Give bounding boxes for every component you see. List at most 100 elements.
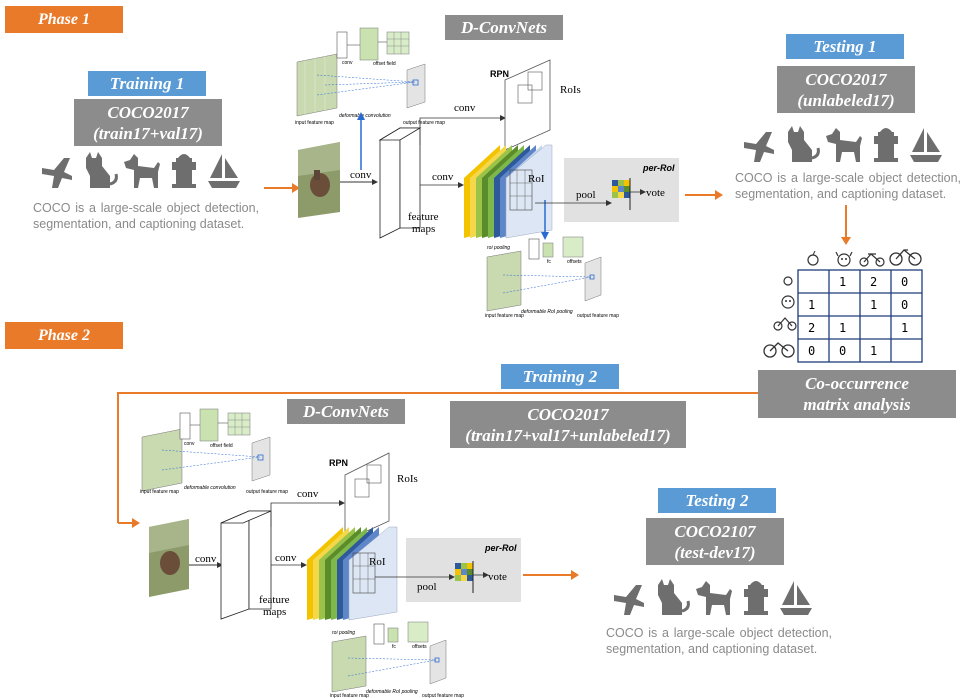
training1-dataset-name: COCO2017: [107, 102, 189, 122]
network2-diagram: conv offset field input feature map outp…: [140, 408, 521, 698]
inset2-offsets-label: offsets: [412, 644, 427, 650]
pooled-grid-2: [455, 561, 474, 593]
inset-input-label-2: input feature map: [485, 313, 524, 319]
testing1-label: Testing 1: [786, 34, 904, 59]
matrix-cell: 0: [901, 298, 908, 312]
deformable-conv-inset-2: conv offset field input feature map outp…: [140, 408, 288, 495]
dog-icon: [835, 251, 853, 267]
inset-output-label: output feature map: [403, 120, 445, 126]
testing2-description: COCO is a large-scale object detection, …: [606, 626, 832, 656]
inset2-conv-label: conv: [184, 441, 195, 447]
matrix-cell: 2: [870, 275, 877, 289]
cooccurrence-matrix: 1 2 0 1 1 0 2 1 1 0 0 1: [763, 249, 923, 363]
pool2-label: pool: [417, 581, 437, 593]
feature-stack-2: [307, 526, 398, 621]
training2-dataset-name: COCO2017: [527, 404, 609, 424]
matrix-cell: 1: [870, 344, 877, 358]
roi2-label: RoI: [369, 556, 386, 568]
arrow-testing1-to-matrix: [841, 205, 851, 245]
training1-dataset-split: (train17+val17): [93, 123, 203, 143]
rois-label: RoIs: [560, 84, 581, 96]
matrix-cell: 1: [808, 298, 815, 312]
inset-output-label-2: output feature map: [577, 313, 619, 319]
testing1-icons: [744, 124, 942, 164]
inset-offset-field-label: offset field: [373, 61, 396, 67]
matrix-cell: 2: [808, 321, 815, 335]
matrix-cell: 0: [839, 344, 846, 358]
feature-maps-label-1b: maps: [412, 223, 435, 235]
conv2-label-1: conv: [195, 553, 217, 565]
inset2-output-label: output feature map: [246, 489, 288, 495]
inset2-deform-pool-label: deformable RoI pooling: [366, 689, 418, 695]
testing1-dataset: COCO2017 (unlabeled17): [777, 66, 915, 113]
matrix-title-line2: matrix analysis: [803, 395, 911, 414]
training2-dataset: COCO2017 (train17+val17+unlabeled17): [450, 401, 686, 448]
input-image-1: [298, 142, 340, 218]
row-dog-icon: [781, 295, 795, 309]
motorcycle-icon: [859, 253, 885, 267]
network1-title: D-ConvNets: [445, 15, 563, 40]
pooled-grid-1: [612, 178, 631, 210]
arrow-matrix-to-phase2: [117, 392, 758, 528]
training2-label: Training 2: [501, 364, 619, 389]
inset2-offset-field-label: offset field: [210, 443, 233, 449]
rpn-label: RPN: [490, 69, 509, 79]
testing1-dataset-split: (unlabeled17): [797, 90, 895, 110]
conv-label-3: conv: [432, 171, 454, 183]
training1-icons: [42, 150, 240, 190]
inset2-fc-label: fc: [392, 644, 396, 650]
testing1-description: COCO is a large-scale object detection, …: [735, 171, 961, 201]
bicycle-icon: [889, 249, 922, 266]
arrow-training1-to-network: [264, 183, 300, 193]
inset2-input-label-2: input feature map: [330, 693, 369, 698]
testing2-dataset: COCO2107 (test-dev17): [646, 518, 784, 565]
vote-label: vote: [646, 187, 665, 199]
inset-deform-conv-label: deformable convolution: [339, 113, 391, 119]
matrix-analysis-label: Co-occurrence matrix analysis: [758, 370, 956, 418]
inset2-input-label: input feature map: [140, 489, 179, 495]
inset-conv-label: conv: [342, 60, 353, 66]
row-bicycle-icon: [763, 342, 795, 358]
feature-stack-1: [464, 144, 553, 239]
deformable-conv-inset: conv offset field input feature map outp…: [295, 27, 445, 126]
vote2-label: vote: [488, 571, 507, 583]
inset-fc-label: fc: [547, 259, 551, 265]
feature-maps-label-2b: maps: [263, 606, 286, 618]
rpn2-label: RPN: [329, 458, 348, 468]
inset-input-label: input feature map: [295, 120, 334, 126]
feature-maps-label-1a: feature: [408, 211, 439, 223]
matrix-cell: 1: [839, 275, 846, 289]
testing1-dataset-name: COCO2017: [805, 69, 887, 89]
per-roi2-label: per-RoI: [484, 543, 517, 553]
per-roi-label: per-RoI: [642, 163, 675, 173]
training1-label: Training 1: [88, 71, 206, 96]
matrix-cell: 0: [901, 275, 908, 289]
training1-description: COCO is a large-scale object detection, …: [33, 201, 259, 231]
testing2-dataset-split: (test-dev17): [674, 542, 756, 562]
matrix-title-line1: Co-occurrence: [805, 374, 909, 393]
testing2-label: Testing 2: [658, 488, 776, 513]
testing2-icons: [614, 577, 812, 617]
row-apple-icon: [783, 276, 793, 286]
conv-label-2: conv: [454, 102, 476, 114]
training2-dataset-split: (train17+val17+unlabeled17): [465, 425, 671, 445]
inset-roi-pooling-label: roi pooling: [487, 245, 510, 251]
roi-label: RoI: [528, 173, 545, 185]
inset-offsets-label: offsets: [567, 259, 582, 265]
row-motorcycle-icon: [773, 317, 797, 331]
inset2-deform-conv-label: deformable convolution: [184, 485, 236, 491]
matrix-cell: 1: [870, 298, 877, 312]
input-image-2: [149, 519, 189, 597]
arrow-network-to-testing1: [685, 190, 723, 200]
matrix-cell: 1: [901, 321, 908, 335]
training1-dataset: COCO2017 (train17+val17): [74, 99, 222, 146]
matrix-cell: 1: [839, 321, 846, 335]
feature-maps-label-2a: feature: [259, 594, 290, 606]
deformable-pool-inset-2: roi pooling fc offsets input feature map…: [330, 621, 464, 698]
network2-title: D-ConvNets: [287, 399, 405, 424]
conv-label-1: conv: [350, 169, 372, 181]
rois2-label: RoIs: [397, 473, 418, 485]
phase1-label: Phase 1: [5, 6, 123, 33]
matrix-cell: 0: [808, 344, 815, 358]
